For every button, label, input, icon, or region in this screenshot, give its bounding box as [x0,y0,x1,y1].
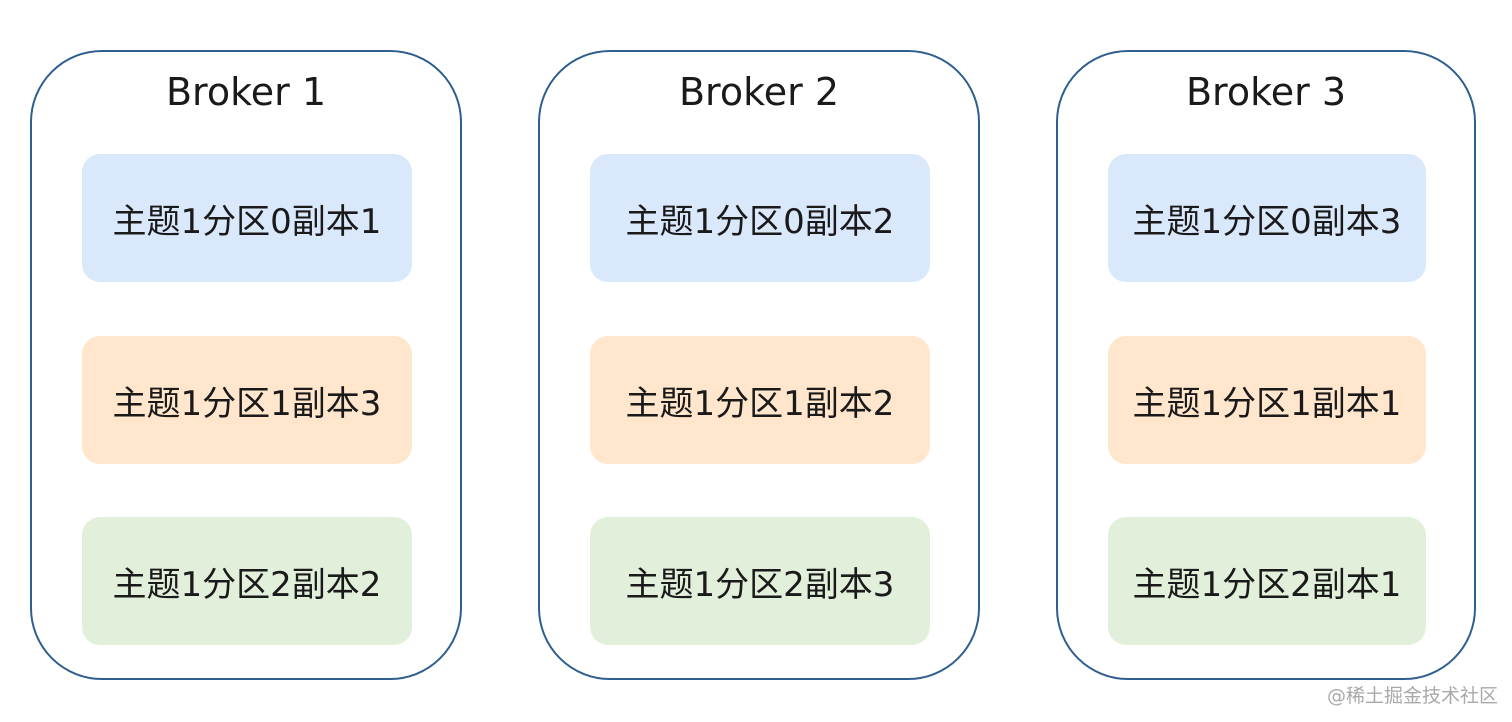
watermark: @稀土掘金技术社区 [1326,685,1498,707]
replica-box-partition-2: 主题1分区2副本1 [1108,517,1426,645]
replica-box-partition-1: 主题1分区1副本1 [1108,336,1426,464]
replica-box-partition-1: 主题1分区1副本3 [82,336,412,464]
replica-box-partition-0: 主题1分区0副本2 [590,154,930,282]
broker-title: Broker 3 [1185,70,1346,114]
replica-box-partition-1: 主题1分区1副本2 [590,336,930,464]
replica-box-partition-0: 主题1分区0副本1 [82,154,412,282]
broker-title: Broker 2 [678,70,839,114]
broker-box: Broker 2 主题1分区0副本2 主题1分区1副本2 主题1分区2副本3 [538,50,980,680]
replica-box-partition-0: 主题1分区0副本3 [1108,154,1426,282]
broker-box: Broker 1 主题1分区0副本1 主题1分区1副本3 主题1分区2副本2 [30,50,462,680]
broker-box: Broker 3 主题1分区0副本3 主题1分区1副本1 主题1分区2副本1 [1056,50,1476,680]
broker-title: Broker 1 [165,70,326,114]
replica-box-partition-2: 主题1分区2副本2 [82,517,412,645]
replica-box-partition-2: 主题1分区2副本3 [590,517,930,645]
